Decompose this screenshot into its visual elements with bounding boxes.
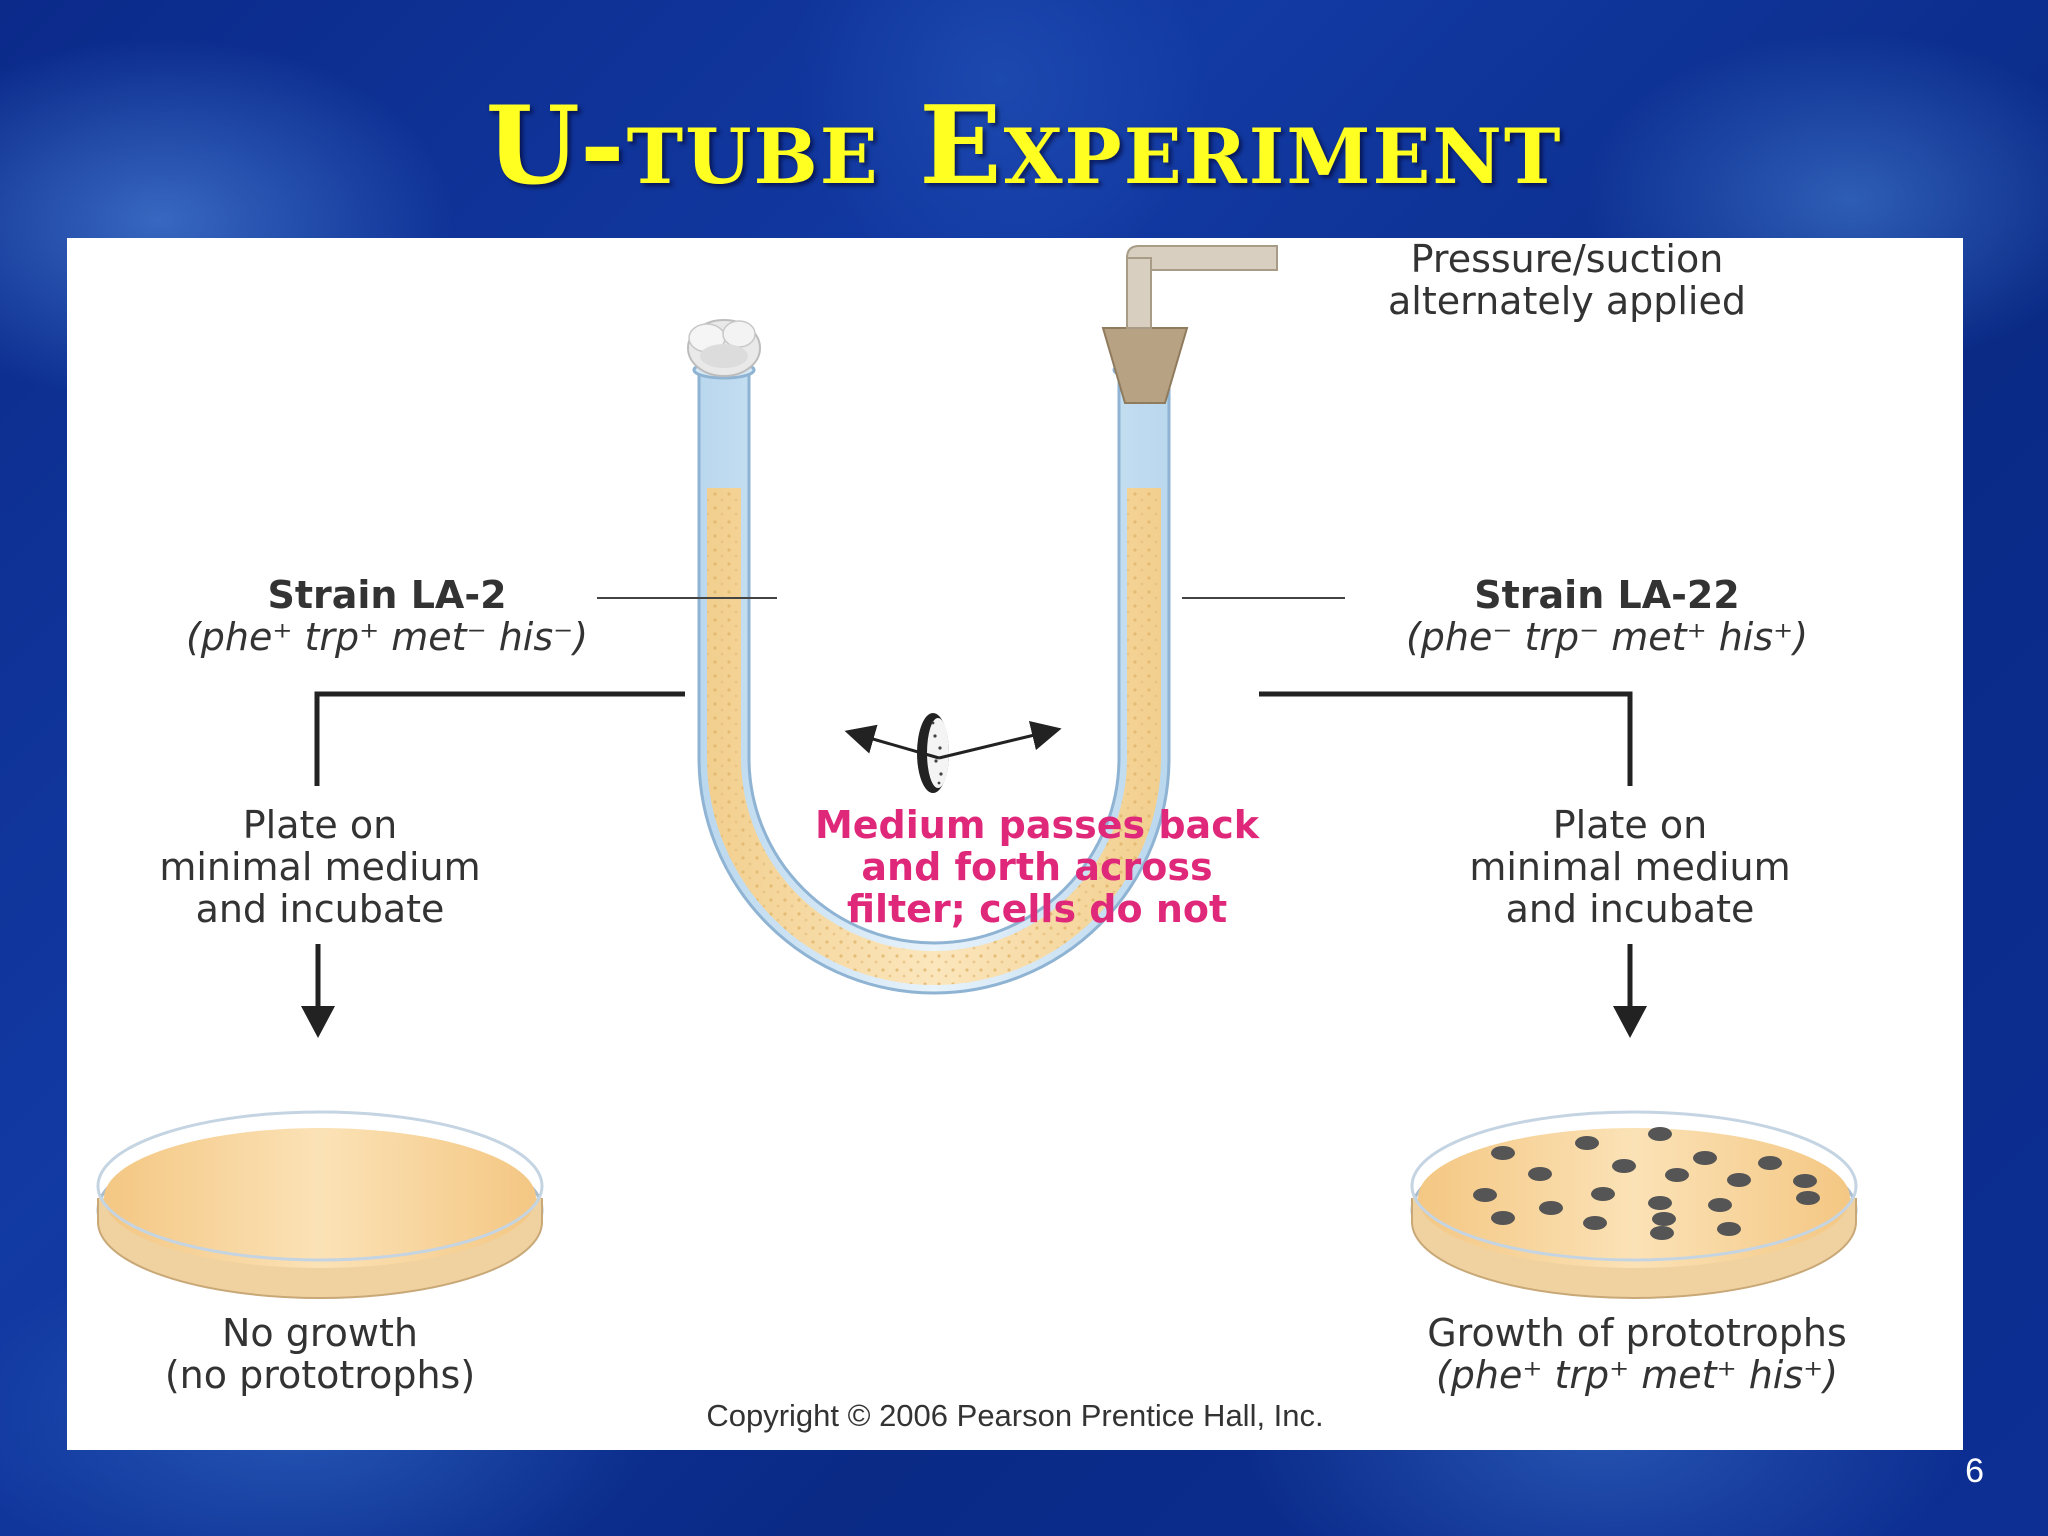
right-result-label: Growth of prototrophs (phe⁺ trp⁺ met⁺ hi… — [1317, 1312, 1957, 1396]
left-result-line2: (no prototrophs) — [164, 1353, 476, 1397]
left-step-line3: and incubate — [195, 887, 445, 931]
right-step-label: Plate on minimal medium and incubate — [1377, 804, 1883, 930]
left-step-line1: Plate on — [242, 803, 398, 847]
cotton-plug — [687, 319, 761, 377]
left-strain-genotype: (phe⁺ trp⁺ met⁻ his⁻) — [185, 615, 589, 659]
petri-dish-growth — [1410, 1110, 1858, 1299]
right-strain-name: Strain LA-22 — [1474, 573, 1740, 617]
right-branch-line — [1259, 691, 1633, 786]
flow-arrow-left — [844, 724, 940, 760]
filter-note-line2: and forth across — [861, 845, 1213, 889]
slide-title: U-tube Experiment — [485, 83, 1563, 209]
right-strain-label: Strain LA-22 (phe⁻ trp⁻ met⁺ his⁺) — [1297, 574, 1917, 658]
left-branch-line — [314, 691, 685, 786]
right-step-line3: and incubate — [1505, 887, 1755, 931]
right-step-line1: Plate on — [1552, 803, 1708, 847]
filter-disc — [917, 713, 949, 793]
filter-note-line1: Medium passes back — [814, 803, 1260, 847]
petri-dish-no-growth — [96, 1110, 544, 1299]
apparatus-label-line2: alternately applied — [1388, 279, 1746, 323]
right-step-line2: minimal medium — [1469, 845, 1791, 889]
page-number: 6 — [1965, 1452, 1984, 1490]
copyright-notice: Copyright © 2006 Pearson Prentice Hall, … — [706, 1398, 1324, 1433]
left-result-label: No growth (no prototrophs) — [67, 1312, 573, 1396]
left-strain-name: Strain LA-2 — [267, 573, 507, 617]
left-down-arrow — [301, 944, 335, 1038]
left-step-line2: minimal medium — [159, 845, 481, 889]
filter-note-line3: filter; cells do not — [846, 887, 1228, 931]
right-strain-genotype: (phe⁻ trp⁻ met⁺ his⁺) — [1405, 615, 1809, 659]
u-tube-glass — [697, 366, 1171, 995]
right-down-arrow — [1613, 944, 1647, 1038]
right-result-line2: (phe⁺ trp⁺ met⁺ his⁺) — [1435, 1353, 1839, 1397]
flow-arrow-right — [938, 720, 1062, 760]
left-step-label: Plate on minimal medium and incubate — [67, 804, 573, 930]
u-tube-diagram — [96, 245, 1858, 1299]
left-strain-label: Strain LA-2 (phe⁺ trp⁺ met⁻ his⁻) — [87, 574, 687, 658]
apparatus-label-line1: Pressure/suction — [1410, 237, 1724, 281]
diagram-panel: Pressure/suction alternately applied Str… — [67, 238, 1963, 1450]
stopper-and-suction-tube — [1101, 245, 1278, 404]
apparatus-label: Pressure/suction alternately applied — [1267, 238, 1867, 322]
left-result-line1: No growth — [222, 1311, 418, 1355]
filter-note: Medium passes back and forth across filt… — [677, 804, 1397, 930]
colonies — [1473, 1127, 1820, 1240]
right-result-line1: Growth of prototrophs — [1427, 1311, 1847, 1355]
